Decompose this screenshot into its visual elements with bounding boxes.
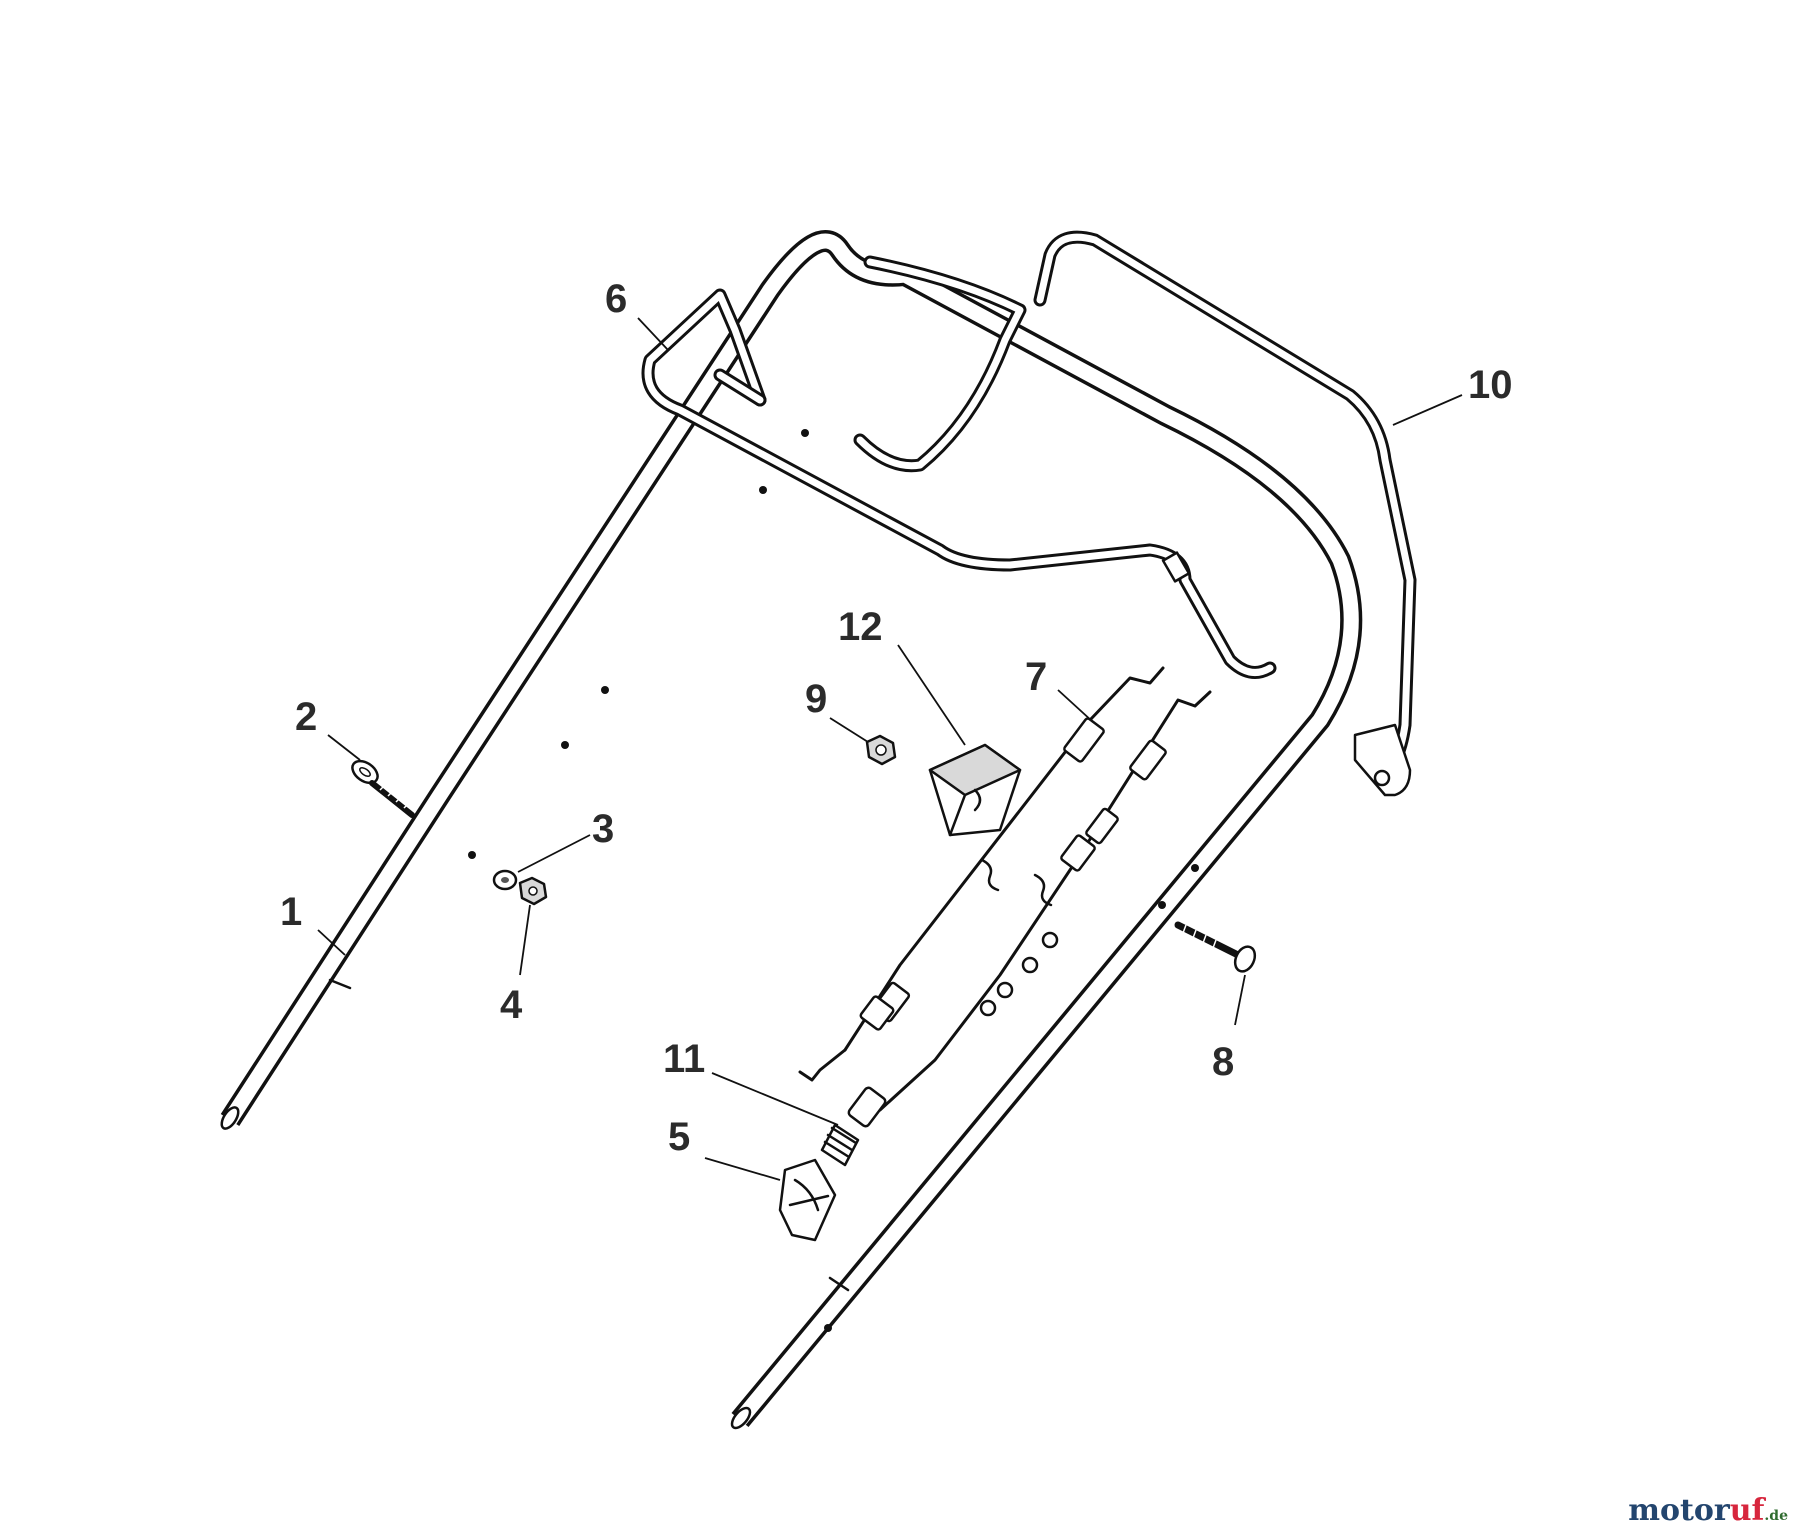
callout-6: 6 [605, 277, 627, 321]
callout-5: 5 [668, 1115, 690, 1159]
watermark-brand-main: motor [1628, 1493, 1730, 1528]
callout-7: 7 [1025, 655, 1047, 699]
cable-clip-part-5 [778, 1158, 837, 1242]
callouts: 1 2 3 4 5 6 7 8 9 10 11 12 [280, 277, 1513, 1159]
watermark-tld: .de [1764, 1508, 1788, 1524]
callout-8: 8 [1212, 1040, 1234, 1084]
watermark-logo: motoruf.de [1628, 1493, 1788, 1528]
small-washers [979, 931, 1059, 1017]
callout-3: 3 [592, 807, 614, 851]
control-bail-part-6 [641, 288, 1277, 679]
eye-bolt-part-2 [351, 759, 415, 818]
callout-2: 2 [295, 695, 317, 739]
leader-lines [317, 317, 1463, 1181]
nut-part-9 [865, 734, 897, 766]
nut-part-4 [518, 876, 548, 906]
handle-frame [220, 230, 1363, 1430]
bolt-part-8 [1174, 921, 1257, 973]
callout-10: 10 [1468, 363, 1513, 407]
callout-9: 9 [805, 677, 827, 721]
drive-bail-part-10 [1033, 230, 1417, 797]
callout-11: 11 [663, 1037, 705, 1081]
callout-4: 4 [500, 983, 523, 1027]
callout-1: 1 [280, 890, 302, 934]
cable-adjuster-part-11 [820, 1086, 887, 1167]
callout-12: 12 [838, 605, 883, 649]
watermark-brand-accent: uf [1729, 1493, 1765, 1528]
cable-clip-part-12 [928, 743, 1022, 837]
control-cable-part-7 [798, 666, 1212, 1112]
inner-bail [853, 255, 1027, 473]
washer-part-3 [492, 869, 518, 891]
